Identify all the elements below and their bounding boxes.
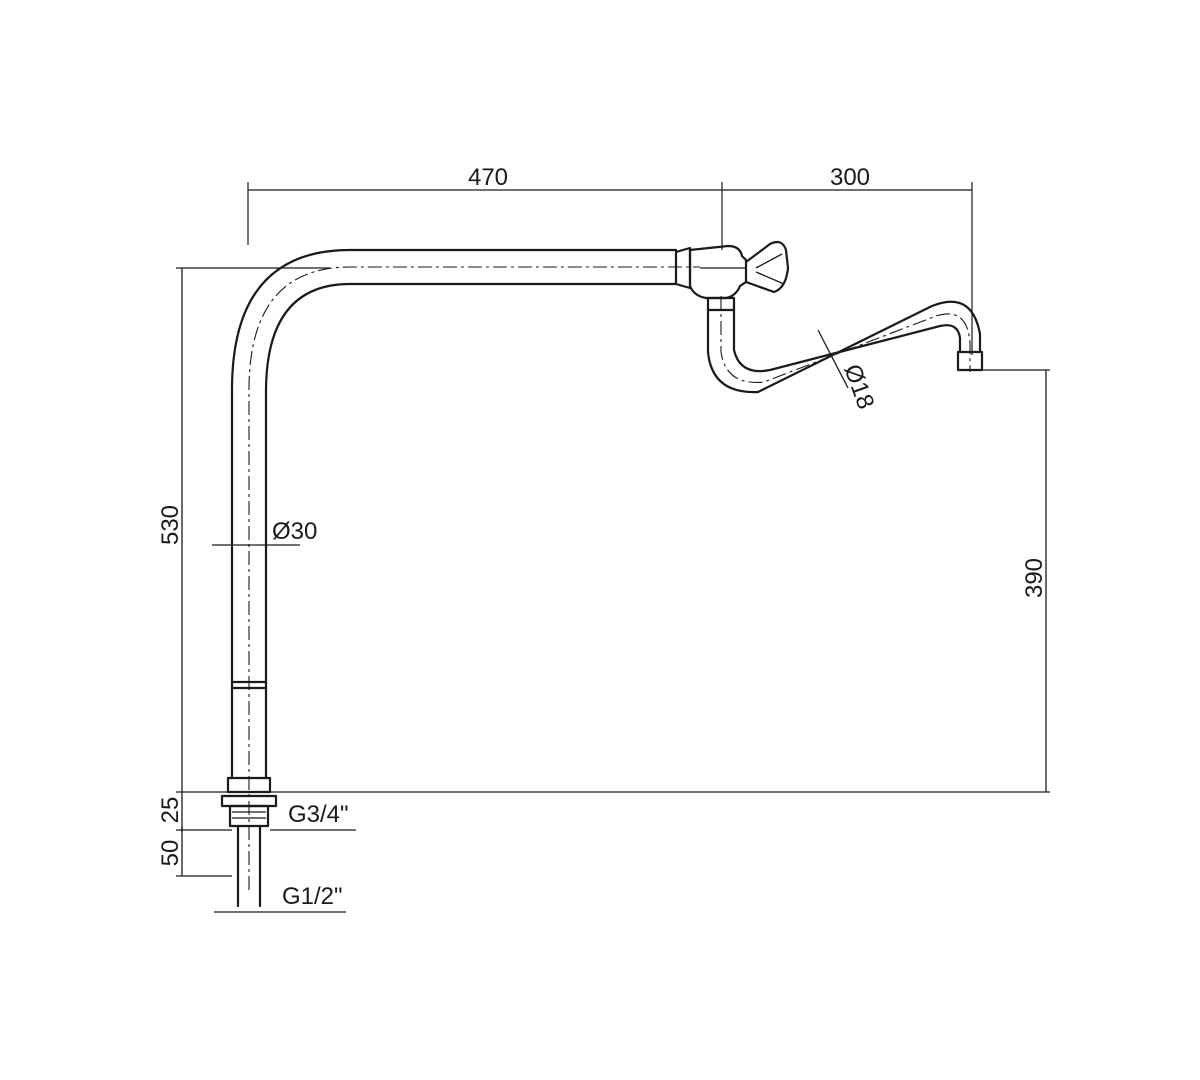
dim-spout-reach: 300 — [830, 164, 870, 191]
dim-thread-length: 25 — [157, 797, 184, 824]
riser-centerline — [248, 266, 700, 890]
spout-diameter-leader — [817, 329, 849, 389]
spout-outer-wall — [706, 300, 982, 394]
dim-spout-diameter: Ø18 — [838, 361, 879, 413]
spout-centerline — [720, 296, 971, 383]
valve-handle — [744, 240, 790, 294]
dim-riser-height: 530 — [157, 505, 184, 545]
valve-body — [688, 244, 748, 300]
spout-tip — [956, 350, 984, 372]
extension-lines — [176, 182, 1050, 877]
riser-inner-wall — [264, 282, 678, 780]
label-lower-thread: G1/2" — [282, 883, 343, 910]
faucet-body — [212, 240, 984, 913]
arm-coupling — [674, 246, 692, 290]
dimension-lines — [181, 189, 1047, 876]
riser-outer-wall — [230, 248, 678, 780]
tail-pipe — [236, 824, 262, 908]
spout-inner-wall — [732, 308, 962, 373]
dim-horizontal-arm: 470 — [468, 164, 508, 191]
dim-spout-height: 390 — [1021, 558, 1048, 598]
dim-riser-diameter: Ø30 — [272, 518, 317, 545]
dim-tail-length: 50 — [157, 840, 184, 867]
base-collar — [226, 776, 272, 794]
dimension-labels: 470 300 530 390 25 50 Ø30 Ø18 G3/4" G1/2… — [157, 164, 1048, 910]
label-upper-thread: G3/4" — [288, 801, 349, 828]
g34-thread — [228, 804, 270, 828]
